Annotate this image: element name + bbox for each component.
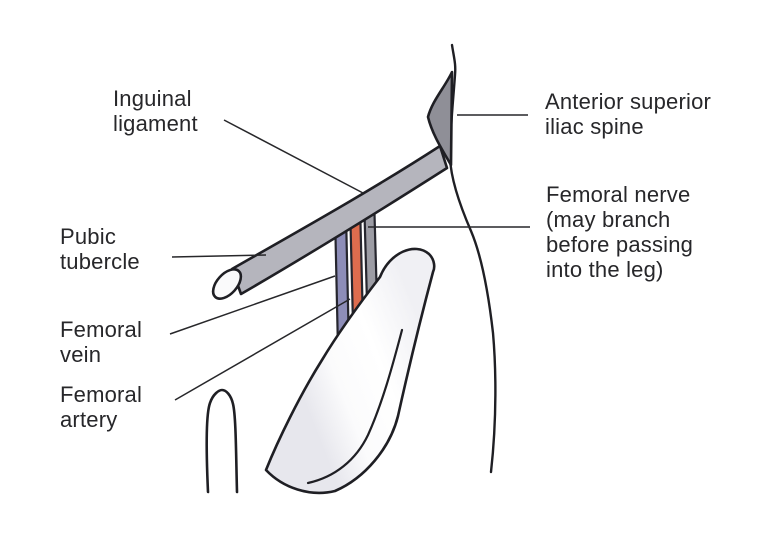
label-anterior-superior-iliac-spine: Anterior superior iliac spine	[545, 89, 712, 139]
leader-pubic-tubercle	[171, 254, 267, 258]
label-femoral-nerve: Femoral nerve (may branch before passing…	[546, 182, 694, 282]
leader-inguinal-ligament	[223, 119, 364, 194]
label-femoral-artery: Femoral artery	[60, 382, 143, 432]
leader-femoral-artery	[174, 298, 351, 401]
sartorius-muscle-shape	[264, 247, 436, 495]
inguinal-ligament-shape	[230, 144, 449, 296]
ligament-tube-opening	[211, 268, 243, 300]
muscle-rim-line	[306, 328, 404, 485]
body-outline	[448, 43, 497, 474]
medial-muscle-outline	[205, 388, 239, 494]
anterior-superior-iliac-spine-shape	[426, 70, 454, 167]
label-femoral-vein: Femoral vein	[60, 317, 143, 367]
label-pubic-tubercle: Pubic tubercle	[60, 224, 140, 274]
label-inguinal-ligament: Inguinal ligament	[113, 86, 198, 136]
leader-femoral-vein	[169, 275, 336, 335]
